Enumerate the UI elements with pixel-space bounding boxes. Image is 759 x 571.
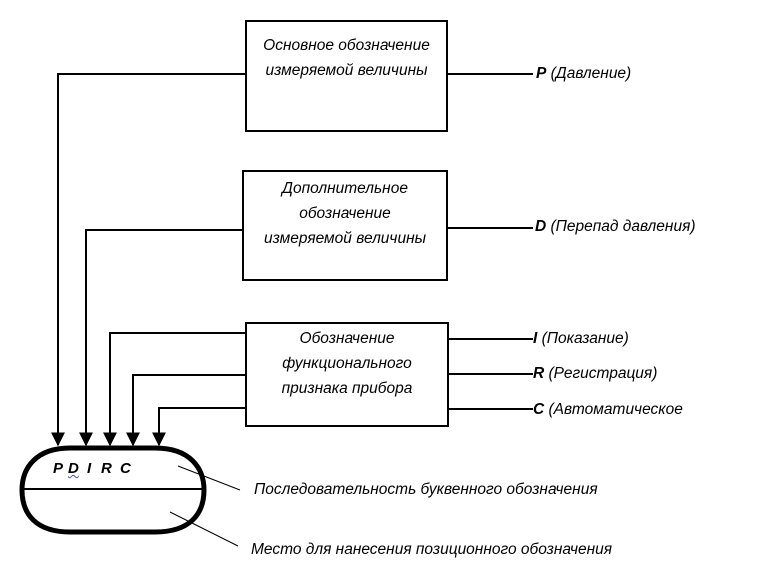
symbol-letter-d: D — [68, 460, 79, 477]
functional-feature-box: Обозначение функционального признака при… — [245, 322, 449, 427]
callout-sequence: Последовательность буквенного обозначени… — [254, 481, 598, 498]
symbol-letter-i: I — [87, 460, 92, 477]
callout-line-position — [169, 511, 239, 547]
output-code-i: I — [533, 330, 538, 347]
output-text-r: (Регистрация) — [544, 365, 658, 382]
additional-box-line-2: обозначение — [299, 205, 391, 222]
symbol-letter-p: P — [53, 460, 64, 477]
connector-r — [126, 374, 246, 447]
primary-designation-box: Основное обозначение измеряемой величины — [245, 20, 448, 132]
output-text-i: (Показание) — [537, 330, 629, 347]
output-code-c: C — [533, 401, 545, 418]
output-code-d: D — [535, 218, 547, 235]
output-label-c: C (Автоматическое — [533, 400, 683, 420]
output-label-r: R (Регистрация) — [533, 364, 657, 384]
output-label-i: I (Показание) — [533, 329, 629, 349]
connector-d — [79, 229, 244, 447]
callout-line-sequence — [177, 465, 241, 491]
functional-box-line-1: Обозначение — [299, 330, 395, 347]
output-text-d: (Перепад давления) — [546, 218, 696, 235]
output-text-c: (Автоматическое — [544, 401, 683, 418]
callout-position: Место для нанесения позиционного обознач… — [251, 541, 613, 558]
primary-box-line-1: Основное обозначение — [263, 37, 430, 54]
additional-box-line-1: Дополнительное — [282, 180, 408, 197]
additional-designation-box: Дополнительное обозначение измеряемой ве… — [242, 170, 448, 281]
connector-c — [152, 407, 246, 447]
functional-box-line-3: признака прибора — [281, 380, 413, 397]
functional-box-line-2: функционального — [282, 355, 412, 372]
output-code-r: R — [533, 365, 545, 382]
connector-i — [103, 332, 246, 447]
output-label-p: P (Давление) — [536, 64, 631, 84]
symbol-letter-r: R — [101, 460, 112, 477]
additional-box-line-3: измеряемой величины — [263, 230, 427, 247]
output-label-d: D (Перепад давления) — [535, 217, 696, 237]
primary-box-line-2: измеряемой величины — [265, 62, 428, 79]
output-code-p: P — [536, 65, 547, 82]
symbol-letter-c: C — [120, 460, 131, 477]
output-text-p: (Давление) — [546, 65, 632, 82]
connector-p — [51, 73, 246, 447]
